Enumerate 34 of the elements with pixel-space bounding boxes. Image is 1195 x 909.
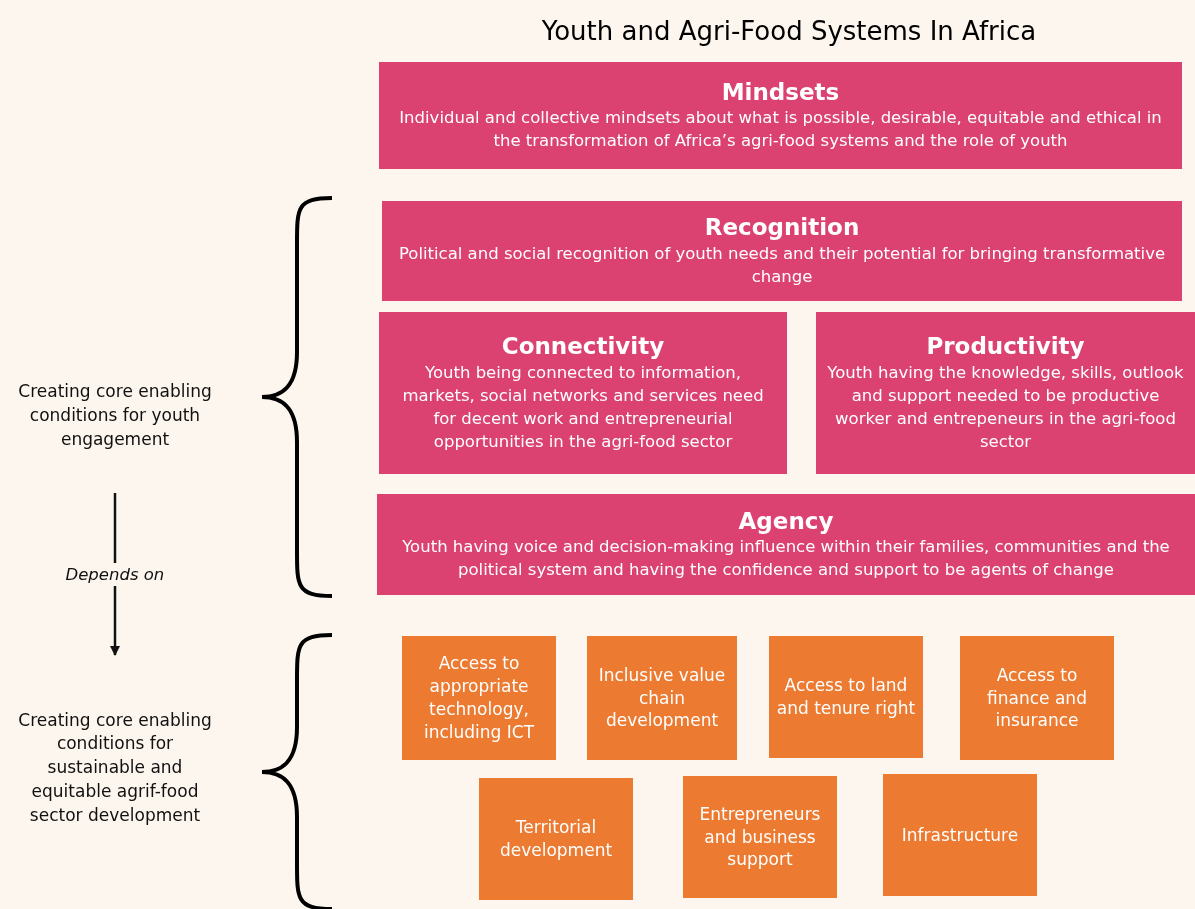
box-description: Individual and collective mindsets about what is possible, desirable, equitable and ethical in the transformation of Africa’s agri-food systems and the role of youth [398,107,1163,153]
side-caption: Creating core enabling conditions for youth engagement [17,380,213,451]
arrow [110,493,120,656]
condition-box [402,636,556,760]
box-heading: Productivity [926,333,1085,361]
condition-box [960,636,1114,760]
diagram-title: Youth and Agri-Food Systems In Africa [540,16,1038,46]
category-box [379,62,1182,169]
condition-box [683,776,837,898]
category-box [382,201,1182,301]
condition-label: Access to finance and insurance [986,663,1088,733]
edge-label: Depends on [65,562,165,586]
category-box [379,312,787,474]
category-box [816,312,1195,474]
condition-label: Access to appropriate technology, including ICT [422,652,536,744]
box-description: Youth having the knowledge, skills, outlook and support needed to be productive worker and entrepeneurs in the agri-food sector [826,361,1185,453]
condition-label: Infrastructure [901,823,1019,847]
box-heading: Recognition [704,214,860,242]
condition-label: Inclusive value chain development [597,663,727,733]
box-heading: Mindsets [721,78,840,107]
side-caption: Creating core enabling conditions for sustainable and equitable agrif-food sector development [17,708,213,827]
condition-label: Territorial development [498,816,614,862]
category-box [377,494,1195,595]
box-heading: Connectivity [501,333,665,361]
condition-box [587,636,737,760]
condition-box [769,636,923,758]
box-description: Youth having voice and decision-making influence within their families, communities and the political system and having the confidence and support to be agents of change [401,536,1171,582]
box-description: Political and social recognition of youth needs and their potential for bringing transformative change [397,242,1167,288]
condition-box [479,778,633,900]
box-description: Youth being connected to information, markets, social networks and services need for decent work and entrepreneurial opportunities in the agri-food sector [401,361,765,453]
condition-label: Access to land and tenure right [775,674,917,720]
condition-label: Entrepreneurs and business support [698,802,822,872]
condition-box [883,774,1037,896]
box-heading: Agency [738,507,834,536]
